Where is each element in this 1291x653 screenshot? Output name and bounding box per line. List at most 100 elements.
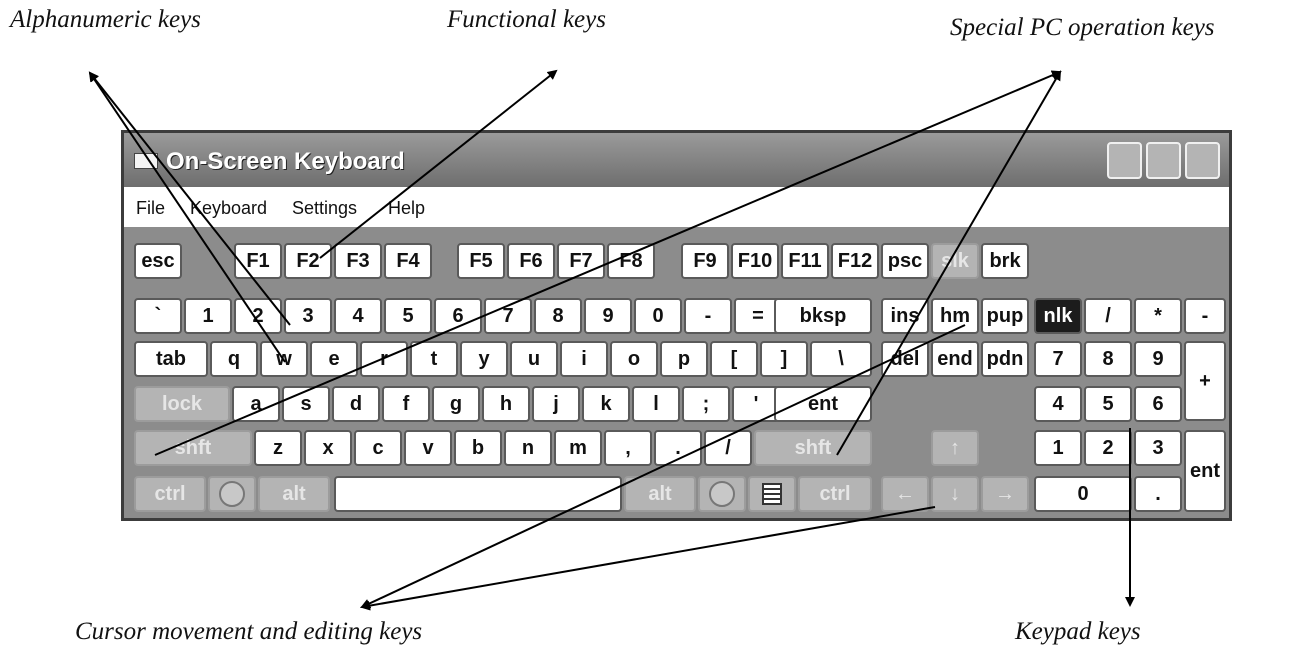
key-lbracket[interactable]: [ — [710, 341, 758, 377]
key-alt-left[interactable]: alt — [258, 476, 330, 512]
key-kp3[interactable]: 3 — [1134, 430, 1182, 466]
key-kp0[interactable]: 0 — [1034, 476, 1132, 512]
windows-logo-key[interactable] — [698, 476, 746, 512]
key-f3[interactable]: F3 — [334, 243, 382, 279]
key-pdn[interactable]: pdn — [981, 341, 1029, 377]
key-kp8[interactable]: 8 — [1084, 341, 1132, 377]
key-bksp[interactable]: bksp — [774, 298, 872, 334]
key-ctrl-right[interactable]: ctrl — [798, 476, 872, 512]
key-n7[interactable]: 7 — [484, 298, 532, 334]
key-f9[interactable]: F9 — [681, 243, 729, 279]
key-shft-right[interactable]: shft — [754, 430, 872, 466]
key-a[interactable]: a — [232, 386, 280, 422]
key-f11[interactable]: F11 — [781, 243, 829, 279]
key-f12[interactable]: F12 — [831, 243, 879, 279]
key-n[interactable]: n — [504, 430, 552, 466]
key-h[interactable]: h — [482, 386, 530, 422]
key-kp7[interactable]: 7 — [1034, 341, 1082, 377]
key-period[interactable]: . — [654, 430, 702, 466]
key-x[interactable]: x — [304, 430, 352, 466]
key-kp1[interactable]: 1 — [1034, 430, 1082, 466]
key-kp-plus[interactable]: + — [1184, 341, 1226, 421]
key-backslash[interactable]: \ — [810, 341, 872, 377]
key-f8[interactable]: F8 — [607, 243, 655, 279]
menu-settings[interactable]: Settings — [292, 198, 358, 218]
key-kp-dot[interactable]: . — [1134, 476, 1182, 512]
key-semicolon[interactable]: ; — [682, 386, 730, 422]
key-kp6[interactable]: 6 — [1134, 386, 1182, 422]
key-f6[interactable]: F6 — [507, 243, 555, 279]
menu-file[interactable]: File — [136, 198, 166, 218]
key-alt-right[interactable]: alt — [624, 476, 696, 512]
key-e[interactable]: e — [310, 341, 358, 377]
key-n1[interactable]: 1 — [184, 298, 232, 334]
key-psc[interactable]: psc — [881, 243, 929, 279]
key-down[interactable]: ↓ — [931, 476, 979, 512]
key-hm[interactable]: hm — [931, 298, 979, 334]
key-n3[interactable]: 3 — [284, 298, 332, 334]
key-pup[interactable]: pup — [981, 298, 1029, 334]
key-u[interactable]: u — [510, 341, 558, 377]
key-n2[interactable]: 2 — [234, 298, 282, 334]
key-esc[interactable]: esc — [134, 243, 182, 279]
key-shft-left[interactable]: shft — [134, 430, 252, 466]
key-n9[interactable]: 9 — [584, 298, 632, 334]
application-menu-key[interactable] — [748, 476, 796, 512]
key-b[interactable]: b — [454, 430, 502, 466]
key-m[interactable]: m — [554, 430, 602, 466]
key-lock[interactable]: lock — [134, 386, 230, 422]
key-ins[interactable]: ins — [881, 298, 929, 334]
maximize-button[interactable] — [1146, 142, 1181, 179]
key-ctrl-left[interactable]: ctrl — [134, 476, 206, 512]
key-k[interactable]: k — [582, 386, 630, 422]
key-quote[interactable]: ' — [732, 386, 780, 422]
key-q[interactable]: q — [210, 341, 258, 377]
key-kp5[interactable]: 5 — [1084, 386, 1132, 422]
key-tab[interactable]: tab — [134, 341, 208, 377]
key-n5[interactable]: 5 — [384, 298, 432, 334]
key-up[interactable]: ↑ — [931, 430, 979, 466]
key-j[interactable]: j — [532, 386, 580, 422]
close-button[interactable] — [1185, 142, 1220, 179]
key-brk[interactable]: brk — [981, 243, 1029, 279]
key-nlk[interactable]: nlk — [1034, 298, 1082, 334]
key-o[interactable]: o — [610, 341, 658, 377]
key-d[interactable]: d — [332, 386, 380, 422]
key-del[interactable]: del — [881, 341, 929, 377]
key-n4[interactable]: 4 — [334, 298, 382, 334]
key-kp-slash[interactable]: / — [1084, 298, 1132, 334]
key-s[interactable]: s — [282, 386, 330, 422]
key-space[interactable] — [334, 476, 622, 512]
key-t[interactable]: t — [410, 341, 458, 377]
key-i[interactable]: i — [560, 341, 608, 377]
menu-help[interactable]: Help — [388, 198, 426, 218]
key-f[interactable]: f — [382, 386, 430, 422]
key-kp-minus[interactable]: - — [1184, 298, 1226, 334]
key-z[interactable]: z — [254, 430, 302, 466]
key-f2[interactable]: F2 — [284, 243, 332, 279]
key-c[interactable]: c — [354, 430, 402, 466]
key-w[interactable]: w — [260, 341, 308, 377]
key-f4[interactable]: F4 — [384, 243, 432, 279]
key-slk[interactable]: slk — [931, 243, 979, 279]
key-kp2[interactable]: 2 — [1084, 430, 1132, 466]
key-minus[interactable]: - — [684, 298, 732, 334]
key-f1[interactable]: F1 — [234, 243, 282, 279]
title-bar[interactable]: On-Screen Keyboard — [124, 133, 1229, 187]
windows-logo-key[interactable] — [208, 476, 256, 512]
key-left[interactable]: ← — [881, 476, 929, 512]
minimize-button[interactable] — [1107, 142, 1142, 179]
key-right[interactable]: → — [981, 476, 1029, 512]
key-slash[interactable]: / — [704, 430, 752, 466]
key-kp4[interactable]: 4 — [1034, 386, 1082, 422]
key-n0[interactable]: 0 — [634, 298, 682, 334]
key-comma[interactable]: , — [604, 430, 652, 466]
key-n6[interactable]: 6 — [434, 298, 482, 334]
key-l[interactable]: l — [632, 386, 680, 422]
key-g[interactable]: g — [432, 386, 480, 422]
key-kp9[interactable]: 9 — [1134, 341, 1182, 377]
key-v[interactable]: v — [404, 430, 452, 466]
key-ent[interactable]: ent — [774, 386, 872, 422]
key-f5[interactable]: F5 — [457, 243, 505, 279]
key-r[interactable]: r — [360, 341, 408, 377]
